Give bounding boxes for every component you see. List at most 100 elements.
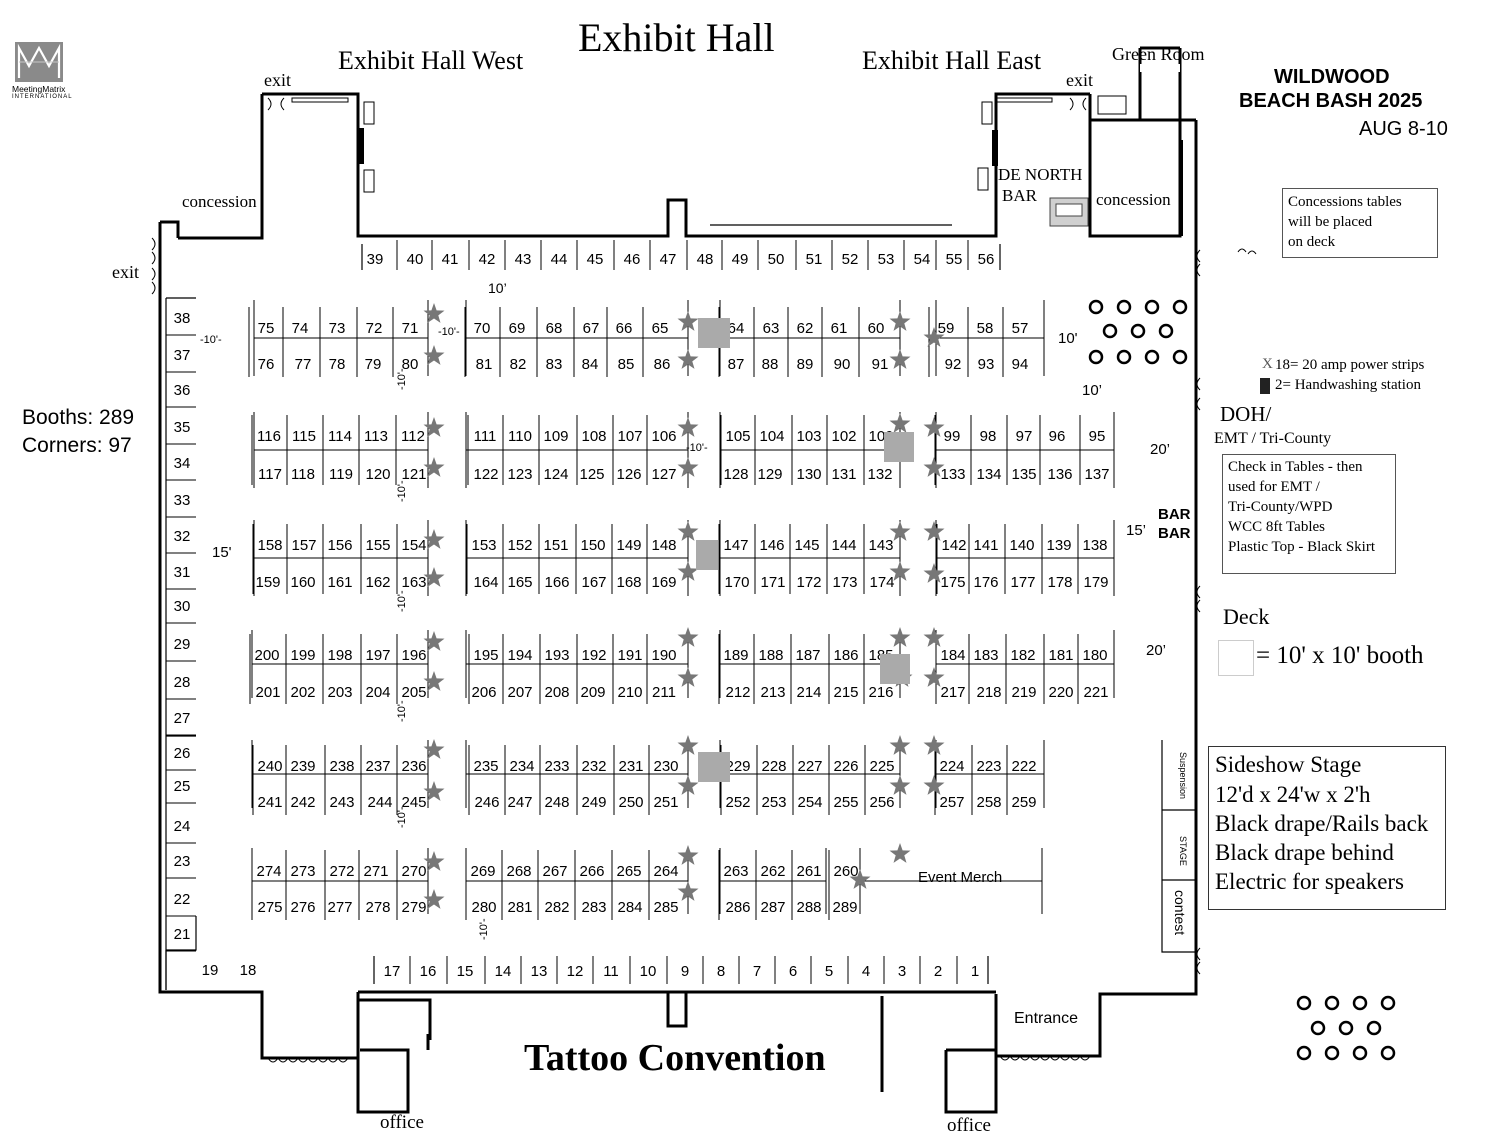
booth-1: 1 — [971, 963, 979, 980]
booth-80: 80 — [402, 356, 419, 373]
booth-189: 189 — [723, 647, 748, 664]
booth-131: 131 — [831, 466, 856, 483]
booth-280: 280 — [471, 899, 496, 916]
booth-115: 115 — [292, 428, 316, 445]
booth-164: 164 — [473, 574, 498, 591]
booth-43: 43 — [515, 251, 532, 268]
booth-216: 216 — [868, 684, 893, 701]
round-table-icon — [1296, 995, 1312, 1011]
corner-star-icon — [423, 345, 445, 365]
deck-label: Deck — [1223, 604, 1270, 629]
booth-195: 195 — [473, 647, 498, 664]
event-dates: AUG 8-10 — [1359, 118, 1448, 140]
checkin-line5: Plastic Top - Black Skirt — [1228, 539, 1375, 555]
booth-171: 171 — [760, 574, 785, 591]
booth-18: 18 — [240, 962, 257, 979]
corner-star-icon — [677, 845, 699, 865]
dim-right-1: 10' — [1058, 330, 1078, 347]
booth-107: 107 — [617, 428, 642, 445]
booth-105: 105 — [725, 428, 750, 445]
booth-206: 206 — [471, 684, 496, 701]
power-strip-mark: X — [1262, 356, 1273, 372]
round-table-icon — [1130, 323, 1146, 339]
corner-star-icon — [849, 869, 871, 889]
corner-star-icon — [423, 567, 445, 587]
booth-110: 110 — [508, 428, 532, 445]
booth-167: 167 — [581, 574, 606, 591]
corner-star-icon — [889, 775, 911, 795]
booth-97: 97 — [1016, 428, 1033, 445]
booth-223: 223 — [976, 758, 1001, 775]
concessions-note-box: Concessions tables will be placed on dec… — [1282, 188, 1438, 258]
meetingmatrix-logo-icon — [15, 42, 63, 82]
booth-266: 266 — [579, 863, 604, 880]
aisle-dimension-label: -10'- — [396, 368, 408, 390]
booth-23: 23 — [174, 853, 191, 870]
booth-16: 16 — [420, 963, 437, 980]
booth-144: 144 — [831, 537, 856, 554]
booth-198: 198 — [327, 647, 352, 664]
booth-30: 30 — [174, 598, 191, 615]
booth-165: 165 — [507, 574, 532, 591]
booth-121: 121 — [401, 466, 426, 483]
dim-right-3: 20’ — [1150, 441, 1171, 458]
booth-76: 76 — [258, 356, 275, 373]
round-table-icon — [1144, 299, 1160, 315]
round-table-icon — [1366, 1020, 1382, 1036]
corner-star-icon — [423, 457, 445, 477]
booth-163: 163 — [401, 574, 426, 591]
booth-89: 89 — [797, 356, 814, 373]
concession-west: concession — [182, 192, 257, 211]
corner-star-icon — [677, 349, 699, 369]
booth-91: 91 — [872, 356, 889, 373]
booth-279: 279 — [401, 899, 426, 916]
round-tables — [1088, 299, 1396, 1061]
booth-188: 188 — [758, 647, 783, 664]
booth-174: 174 — [869, 574, 894, 591]
booth-158: 158 — [257, 537, 282, 554]
booth-118: 118 — [291, 466, 315, 483]
booth-95: 95 — [1089, 428, 1106, 445]
booth-231: 231 — [618, 758, 643, 775]
booth-2: 2 — [934, 963, 942, 980]
booth-265: 265 — [616, 863, 641, 880]
booth-238: 238 — [329, 758, 354, 775]
stage-label: STAGE — [1178, 836, 1188, 866]
booth-146: 146 — [759, 537, 784, 554]
emt-label: EMT / Tri-County — [1214, 430, 1332, 447]
contest-label: contest — [1172, 890, 1188, 936]
booth-239: 239 — [290, 758, 315, 775]
booth-257: 257 — [939, 794, 964, 811]
round-table-icon — [1352, 995, 1368, 1011]
booth-57: 57 — [1012, 320, 1029, 337]
booth-29: 29 — [174, 636, 191, 653]
booth-202: 202 — [290, 684, 315, 701]
booth-66: 66 — [616, 320, 633, 337]
round-table-icon — [1116, 299, 1132, 315]
corner-star-icon — [923, 457, 945, 477]
booth-190: 190 — [651, 647, 676, 664]
booth-90: 90 — [834, 356, 851, 373]
corner-star-icon — [889, 413, 911, 433]
booth-155: 155 — [365, 537, 390, 554]
booth-44: 44 — [551, 251, 568, 268]
booth-151: 151 — [543, 537, 568, 554]
handwashing-station-icon — [698, 318, 730, 348]
booth-261: 261 — [796, 863, 821, 880]
booth-179: 179 — [1083, 574, 1108, 591]
booth-124: 124 — [543, 466, 568, 483]
booth-68: 68 — [546, 320, 563, 337]
aisle-dimension-label: -10'- — [396, 806, 408, 828]
booth-196: 196 — [401, 647, 426, 664]
booth-74: 74 — [292, 320, 309, 337]
booth-140: 140 — [1009, 537, 1034, 554]
booth-162: 162 — [365, 574, 390, 591]
round-table-icon — [1324, 1045, 1340, 1061]
booth-31: 31 — [174, 564, 191, 581]
checkin-line3: Tri-County/WPD — [1228, 499, 1333, 515]
booth-175: 175 — [940, 574, 965, 591]
concessions-note-line3: on deck — [1288, 234, 1336, 250]
booth-35: 35 — [174, 419, 191, 436]
round-table-icon — [1338, 1020, 1354, 1036]
booth-183: 183 — [973, 647, 998, 664]
